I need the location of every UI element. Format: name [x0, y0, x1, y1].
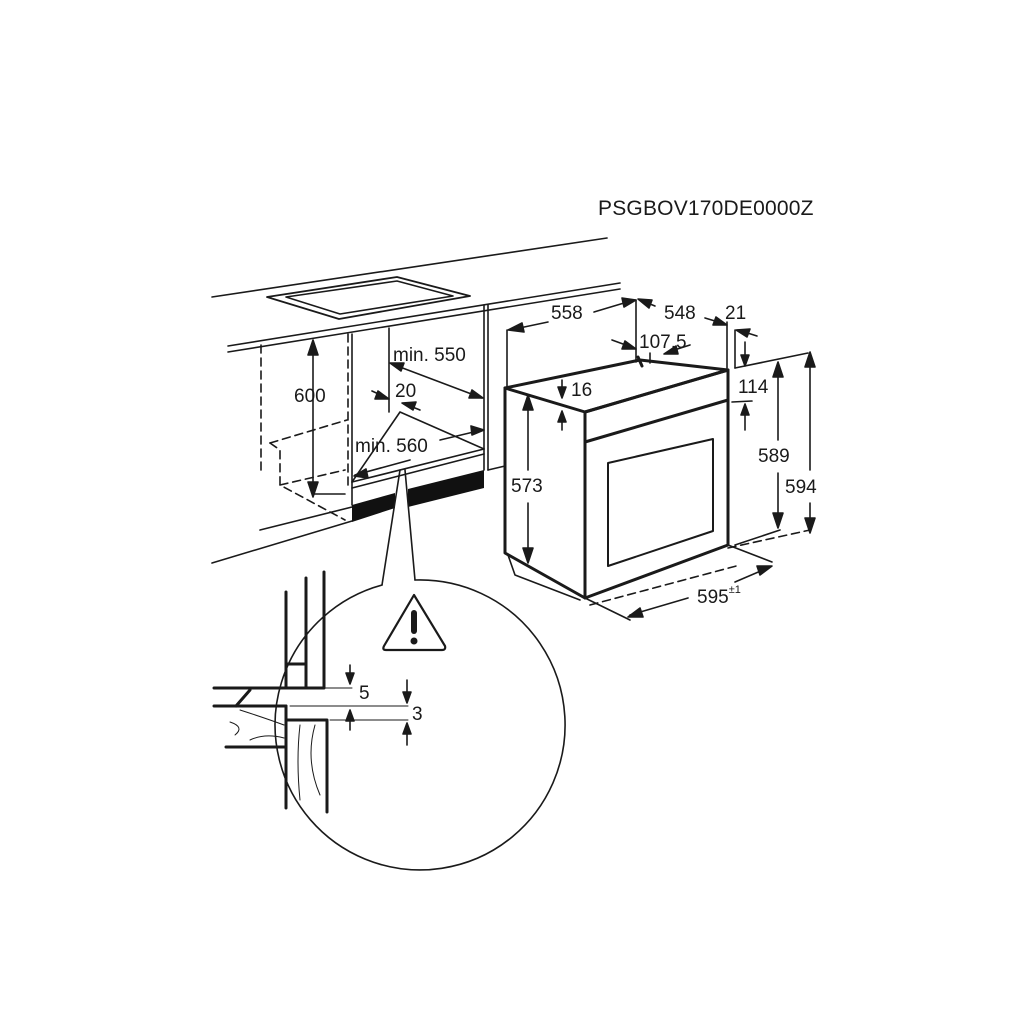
- label-side-height: 573: [511, 476, 543, 497]
- detail-magnifier: [212, 570, 566, 871]
- countertop: [211, 237, 621, 353]
- label-gap-upper: 5: [359, 683, 370, 704]
- label-gap-lower: 3: [412, 704, 423, 725]
- width-value: 595: [697, 587, 729, 608]
- warning-triangle-icon: [382, 593, 447, 652]
- label-total-height: 594: [785, 477, 817, 498]
- label-niche-width: min. 560: [355, 436, 428, 457]
- label-top-offset: 107,5: [639, 332, 687, 353]
- label-panel-height: 114: [738, 377, 769, 398]
- label-door-thickness: 21: [725, 303, 747, 324]
- label-top-inset: 16: [571, 380, 593, 401]
- label-body-height: 589: [758, 446, 790, 467]
- label-niche-height: 600: [294, 386, 326, 407]
- model-code: PSGBOV170DE0000Z: [598, 197, 814, 220]
- label-width: 595±1: [697, 585, 741, 608]
- label-depth-total: 558: [551, 303, 583, 324]
- label-niche-depth: min. 550: [393, 345, 466, 366]
- label-rear-gap: 20: [395, 381, 417, 402]
- cabinet-niche: [211, 304, 506, 564]
- width-tolerance: ±1: [728, 584, 741, 596]
- label-depth-body: 548: [664, 303, 696, 324]
